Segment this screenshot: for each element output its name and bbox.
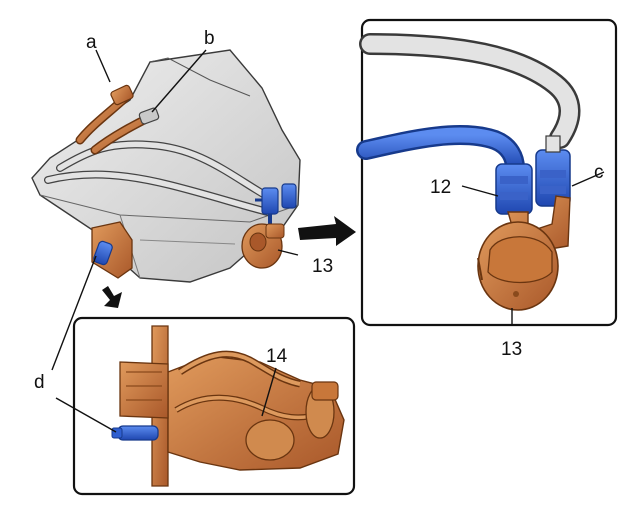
- connector-b: [138, 107, 160, 125]
- connector-a: [110, 84, 134, 106]
- label-d: d: [34, 372, 45, 393]
- connector-c: [535, 135, 571, 207]
- arrow-down-icon: [102, 286, 122, 308]
- blue-connector-d: [111, 425, 159, 441]
- canister-13-main: [241, 223, 285, 269]
- canister-13-detail: [477, 195, 571, 311]
- label-c: c: [594, 162, 604, 183]
- arrow-right-icon: [298, 216, 356, 246]
- label-12: 12: [430, 177, 451, 198]
- pump-flange-main: [91, 221, 133, 279]
- detail-panel-fuel-pump: 14: [55, 316, 356, 496]
- label-13-main: 13: [312, 256, 333, 277]
- fuel-tank-assembly: [31, 49, 301, 283]
- label-13-detail: 13: [501, 339, 522, 360]
- detail-panel-canister: 12 c 13: [356, 18, 618, 360]
- label-14: 14: [266, 346, 288, 367]
- connector-12: [495, 163, 533, 215]
- leader-lines-main: [51, 49, 299, 371]
- label-b: b: [204, 28, 215, 49]
- label-a: a: [86, 32, 97, 53]
